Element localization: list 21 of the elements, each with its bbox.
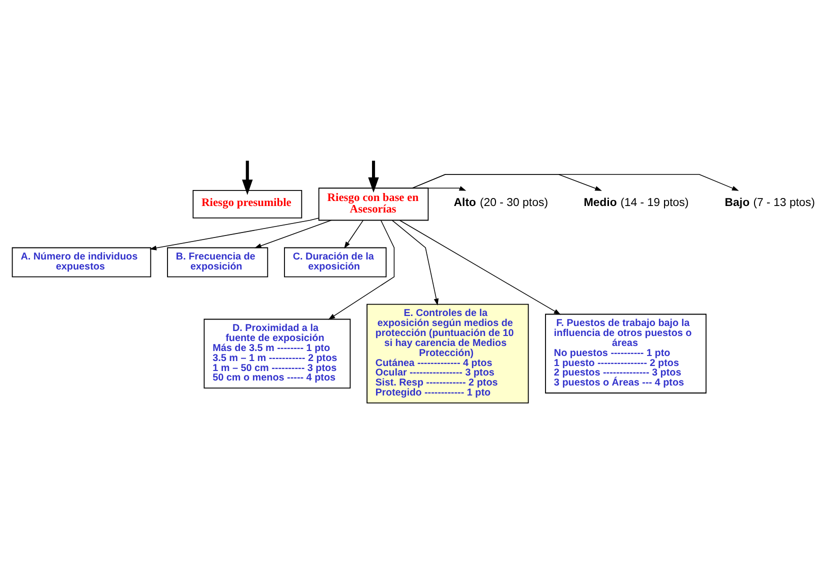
arrow xyxy=(242,160,253,194)
node-box: Riesgo con base en Asesorías xyxy=(318,187,429,220)
node-text: Medio (14 - 19 ptos) xyxy=(584,196,689,209)
node-box: Riesgo presumible xyxy=(192,189,302,218)
arrow xyxy=(392,220,439,305)
arrow xyxy=(344,220,364,248)
node-box: C. Duración de la exposición xyxy=(284,246,387,277)
arrow xyxy=(150,217,319,250)
arrow xyxy=(368,160,379,192)
node-box: F. Puestos de trabajo bajo la influencia de otros puestos o áreas No puestos ---------- 1 pto 1 puesto --------------- 2 ptos 2 puestos -------------- 3 ptos 3 puestos o Áreas --- 4 ptos xyxy=(545,313,707,393)
arrow xyxy=(399,219,561,314)
node-box: A. Número de individuos expuestos xyxy=(12,246,152,277)
node-box: D. Proximidad a la fuente de exposición Más de 3.5 m -------- 1 pto 3.5 m – 1 m ----------- 2 ptos 1 m – 50 cm ---------- 3 ptos 50 cm o menos ----- 4 ptos xyxy=(204,318,351,388)
arrow xyxy=(328,220,395,320)
arrow xyxy=(416,186,466,190)
node-box: B. Frecuencia de exposición xyxy=(167,246,268,277)
node-text: Alto (20 - 30 ptos) xyxy=(454,196,548,209)
arrow xyxy=(254,219,332,248)
node-box: E. Controles de la exposición según medios de protección (puntuación de 10 si hay carencia de Medios Protección) Cutánea ------------- 4 ptos Ocular ---------------- 3 ptos Sist. Resp ------------ 2 ptos Protegido ------------ 1 pto xyxy=(366,303,529,403)
node-text: Bajo (7 - 13 ptos) xyxy=(724,196,815,209)
arrow xyxy=(412,173,739,190)
